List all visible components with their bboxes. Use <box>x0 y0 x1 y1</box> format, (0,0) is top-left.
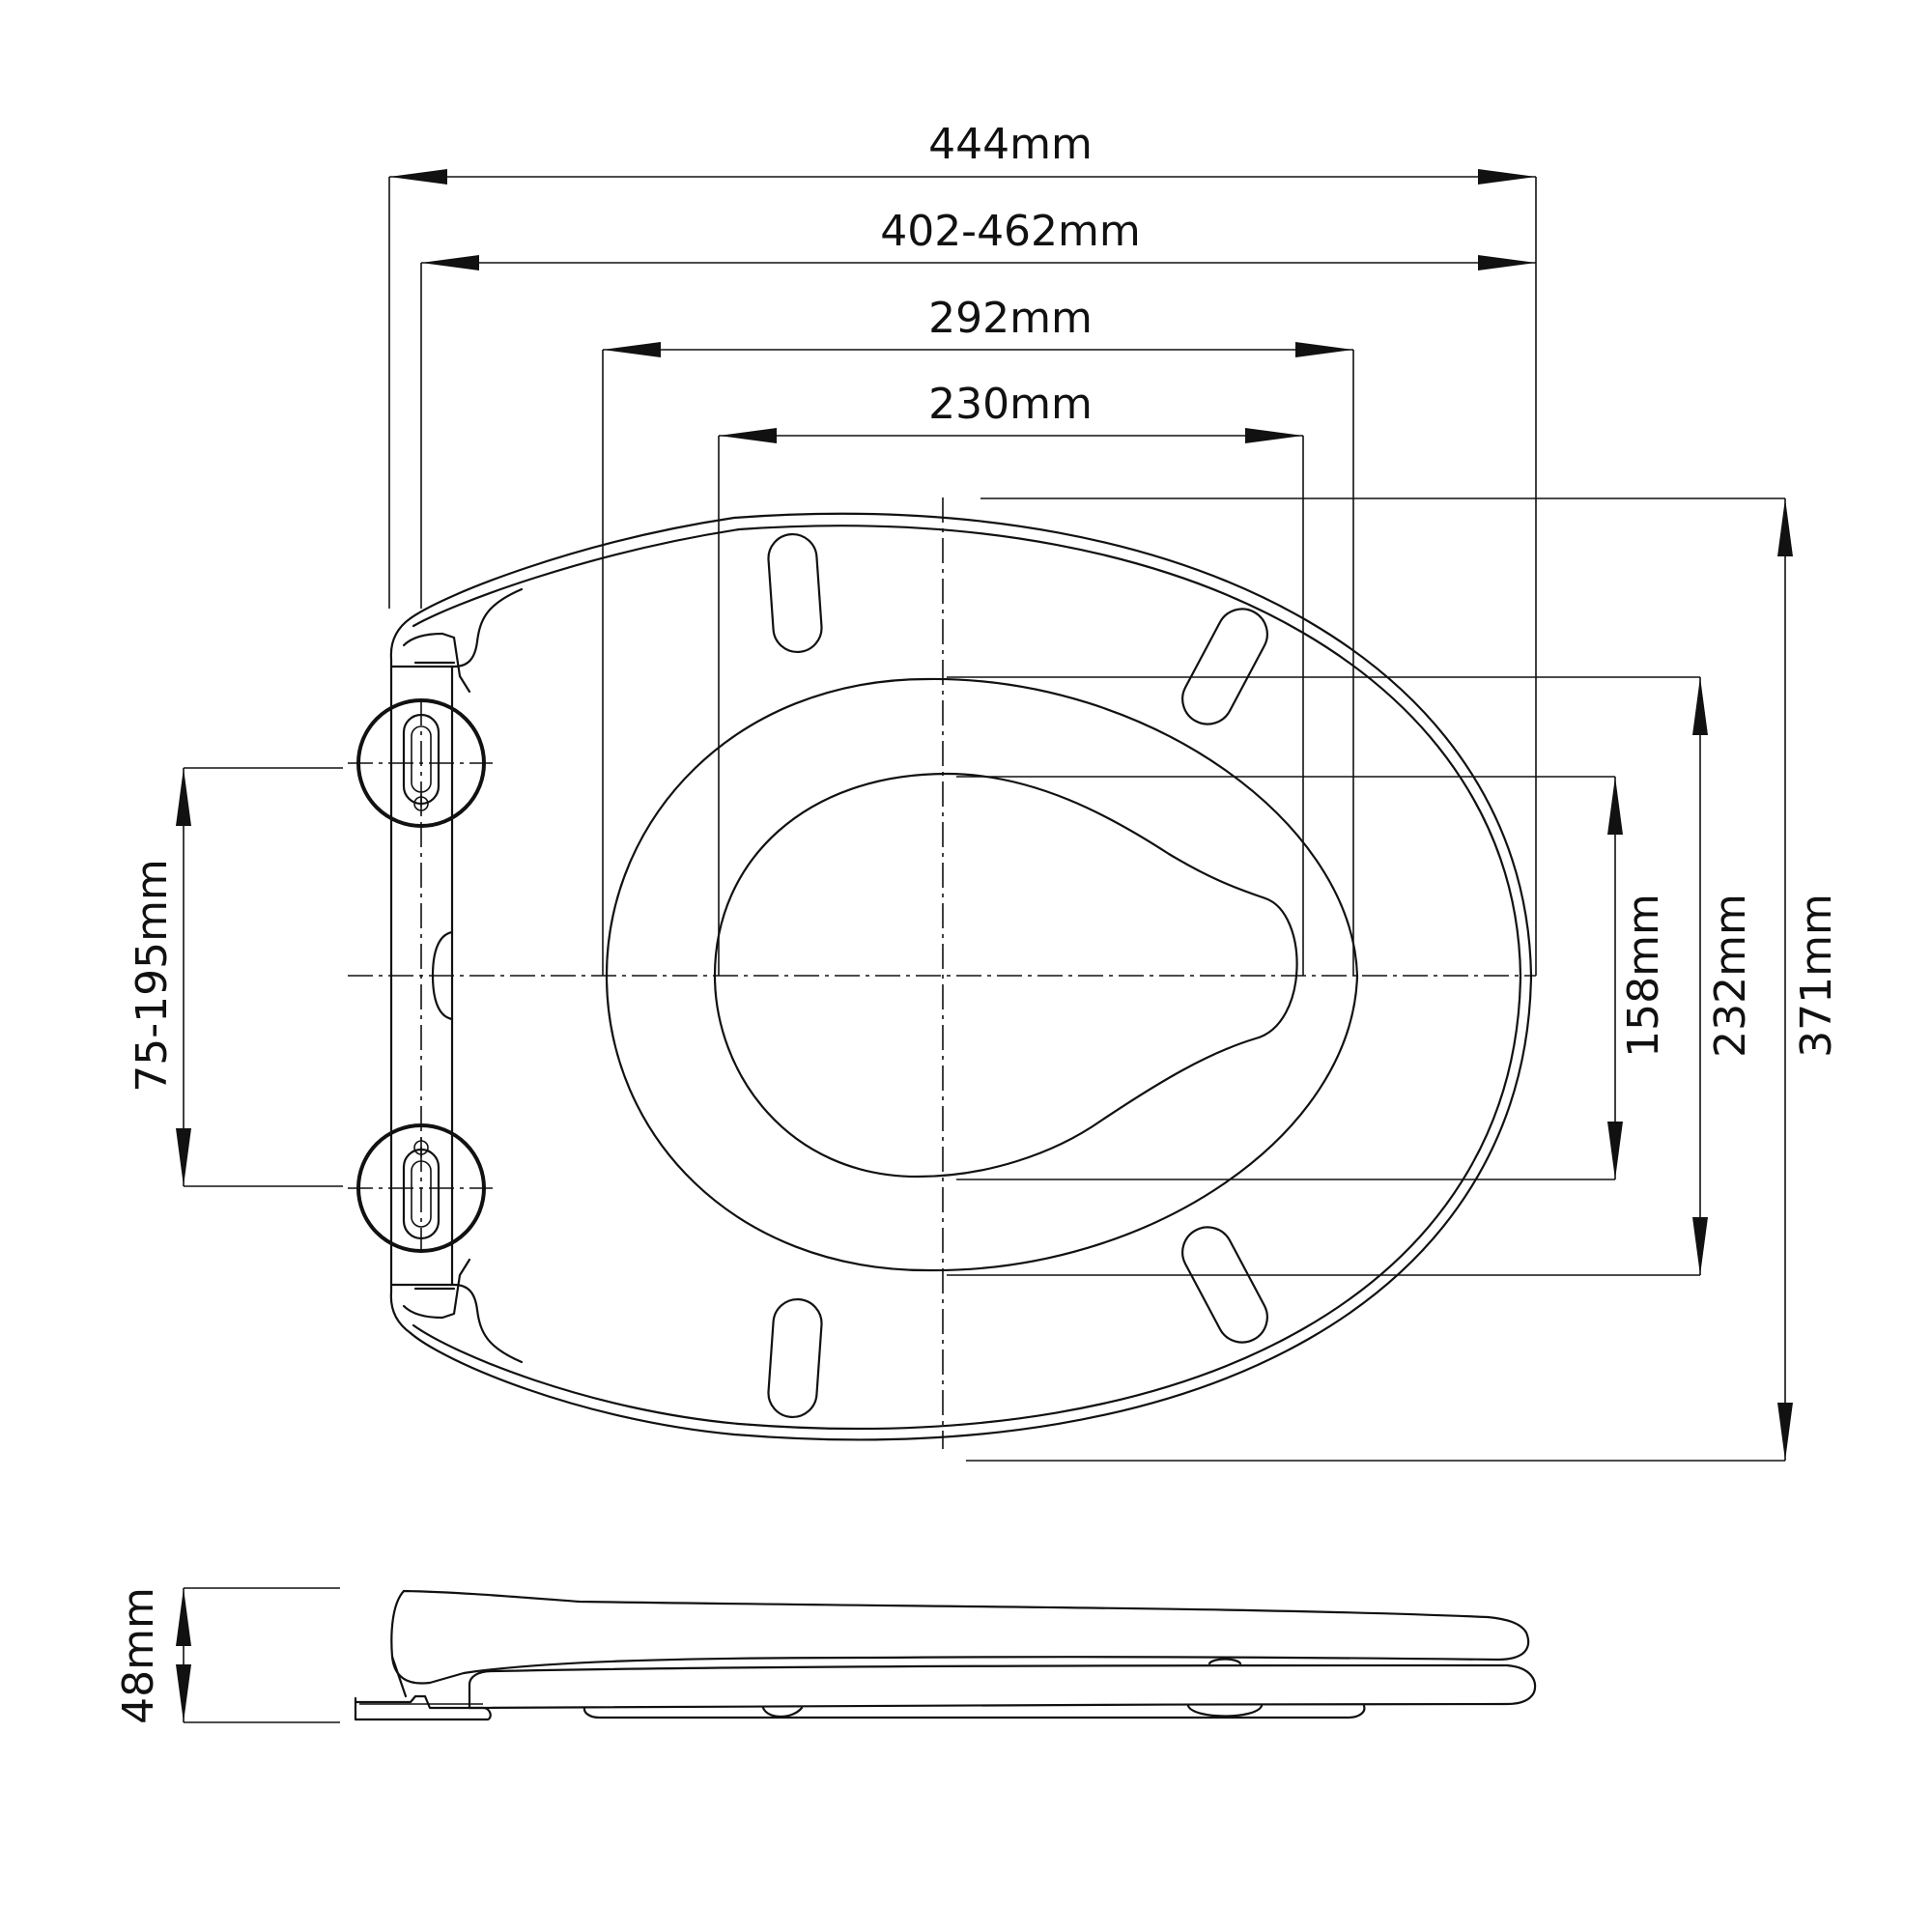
buffer-rear <box>1186 1658 1264 1718</box>
buffer-slots <box>767 532 1268 1419</box>
hinge-bracket-lower-inner <box>402 1258 471 1320</box>
hinge-bracket-upper-inner <box>402 632 471 694</box>
buffer-front <box>761 1706 804 1719</box>
label-height: 48mm <box>114 1587 163 1724</box>
hinge-base-profile <box>354 1694 492 1721</box>
top-view <box>348 497 1536 1449</box>
label-overall-width: 444mm <box>928 120 1093 169</box>
label-hinge-spacing: 75-195mm <box>128 859 177 1093</box>
hinge-bracket-lower <box>389 1283 524 1364</box>
label-opening-length: 158mm <box>1619 894 1668 1058</box>
seat-outer-outline <box>409 512 1533 1441</box>
label-opening-width: 230mm <box>928 380 1093 429</box>
dimension-labels: 444mm 402-462mm 292mm 230mm 371mm 232mm … <box>114 120 1841 1724</box>
label-seat-width: 292mm <box>928 294 1093 343</box>
seat-opening <box>713 772 1298 1179</box>
lid-profile <box>390 1589 1530 1685</box>
seat-outer-outline-inner <box>412 525 1522 1431</box>
seat-profile <box>468 1663 1537 1710</box>
side-view <box>354 1589 1537 1721</box>
label-fixing-range: 402-462mm <box>880 207 1141 256</box>
label-seat-inner-length: 232mm <box>1706 894 1755 1058</box>
label-overall-length: 371mm <box>1792 894 1841 1058</box>
hinge-bracket-upper <box>389 587 524 668</box>
seat-underside <box>582 1704 1366 1719</box>
seat-inner-contour <box>605 677 1359 1272</box>
hinge-post <box>390 1655 408 1698</box>
dimension-lines <box>176 169 1793 1723</box>
